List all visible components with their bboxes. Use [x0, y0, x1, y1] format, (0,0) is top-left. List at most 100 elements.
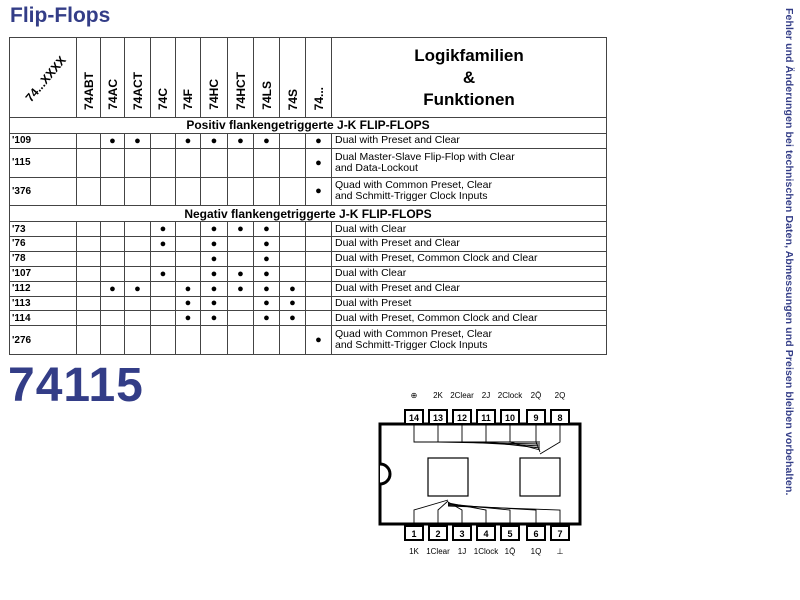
empty-cell — [76, 295, 101, 312]
available-dot: ● — [200, 236, 228, 252]
family-header: 74HCT — [227, 37, 254, 118]
flip-flop-1-block — [427, 457, 469, 497]
empty-cell — [305, 310, 332, 327]
empty-cell — [200, 325, 228, 355]
pin-number: 3 — [459, 529, 464, 539]
empty-cell — [150, 295, 176, 312]
empty-cell — [175, 147, 201, 178]
available-dot: ● — [150, 265, 176, 282]
description-line: and Schmitt-Trigger Clock Inputs — [335, 190, 488, 203]
function-description: Dual with Preset, Common Clock and Clear — [331, 250, 607, 267]
pin-label: 2Q — [555, 391, 566, 400]
device-code: '73 — [9, 221, 77, 237]
device-code: '114 — [9, 310, 77, 327]
pin-number: 9 — [533, 413, 538, 423]
empty-cell — [76, 265, 101, 282]
table-row: '114●●●●Dual with Preset, Common Clock a… — [9, 310, 607, 327]
empty-cell — [305, 280, 332, 297]
function-description: Dual with Preset and Clear — [331, 280, 607, 297]
pin-number: 8 — [557, 413, 562, 423]
pin-label: 1J — [458, 547, 466, 556]
pin-number: 14 — [409, 413, 419, 423]
heading-line: Funktionen — [423, 89, 515, 109]
page-title: Flip-Flops — [10, 4, 111, 27]
table-row: '109●●●●●●●Dual with Preset and Clear — [9, 132, 607, 149]
wire — [413, 499, 449, 526]
available-dot: ● — [227, 221, 254, 237]
family-label: 74LS — [259, 81, 274, 110]
available-dot: ● — [253, 265, 280, 282]
family-label: 74ACT — [130, 71, 145, 110]
pin-label: 2Q̄ — [531, 391, 542, 400]
heading-line: & — [462, 67, 476, 87]
function-description: Dual with Preset, Common Clock and Clear — [331, 310, 607, 327]
empty-cell — [227, 325, 254, 355]
available-dot: ● — [200, 221, 228, 237]
empty-cell — [124, 176, 151, 207]
wire — [437, 500, 449, 526]
empty-cell — [150, 132, 176, 149]
empty-cell — [175, 325, 201, 355]
available-dot: ● — [150, 236, 176, 252]
pin-number: 13 — [433, 413, 443, 423]
empty-cell — [305, 221, 332, 237]
empty-cell — [279, 250, 306, 267]
empty-cell — [305, 250, 332, 267]
available-dot: ● — [124, 132, 151, 149]
pin-number: 10 — [505, 413, 515, 423]
family-label: 74HCT — [233, 71, 248, 110]
device-code: '109 — [9, 132, 77, 149]
empty-cell — [279, 265, 306, 282]
available-dot: ● — [305, 325, 332, 355]
available-dot: ● — [253, 280, 280, 297]
table-body: Positiv flankengetriggerte J-K FLIP-FLOP… — [9, 117, 607, 355]
corner-label: 74...XXXX — [22, 53, 69, 105]
empty-cell — [100, 295, 125, 312]
available-dot: ● — [175, 132, 201, 149]
empty-cell — [253, 325, 280, 355]
function-description: Dual with Preset and Clear — [331, 236, 607, 252]
table-row: '113●●●●Dual with Preset — [9, 295, 607, 312]
available-dot: ● — [279, 295, 306, 312]
wire — [437, 424, 541, 445]
empty-cell — [175, 236, 201, 252]
family-header: 74ACT — [124, 37, 151, 118]
pin-number: 5 — [507, 529, 512, 539]
empty-cell — [227, 310, 254, 327]
empty-cell — [76, 236, 101, 252]
available-dot: ● — [279, 280, 306, 297]
corner-header: 74...XXXX — [9, 37, 77, 118]
pin-label: 1K — [409, 547, 419, 556]
empty-cell — [100, 325, 125, 355]
pin-label: 1Q — [531, 547, 542, 556]
empty-cell — [100, 250, 125, 267]
pin-label: 2Clear — [450, 391, 474, 400]
available-dot: ● — [100, 280, 125, 297]
package-notch — [379, 462, 392, 486]
empty-cell — [100, 147, 125, 178]
empty-cell — [76, 250, 101, 267]
pin-number: 11 — [481, 413, 491, 423]
family-header: 74S — [279, 37, 306, 118]
available-dot: ● — [227, 132, 254, 149]
empty-cell — [150, 250, 176, 267]
empty-cell — [76, 147, 101, 178]
empty-cell — [305, 236, 332, 252]
device-code: '78 — [9, 250, 77, 267]
table-row: '112●●●●●●●Dual with Preset and Clear — [9, 280, 607, 297]
empty-cell — [305, 265, 332, 282]
available-dot: ● — [305, 132, 332, 149]
available-dot: ● — [279, 310, 306, 327]
empty-cell — [227, 236, 254, 252]
device-code: '113 — [9, 295, 77, 312]
empty-cell — [124, 310, 151, 327]
description-line: and Schmitt-Trigger Clock Inputs — [335, 339, 488, 352]
empty-cell — [279, 325, 306, 355]
available-dot: ● — [200, 250, 228, 267]
pin-number: 2 — [435, 529, 440, 539]
empty-cell — [200, 147, 228, 178]
empty-cell — [227, 176, 254, 207]
empty-cell — [76, 176, 101, 207]
